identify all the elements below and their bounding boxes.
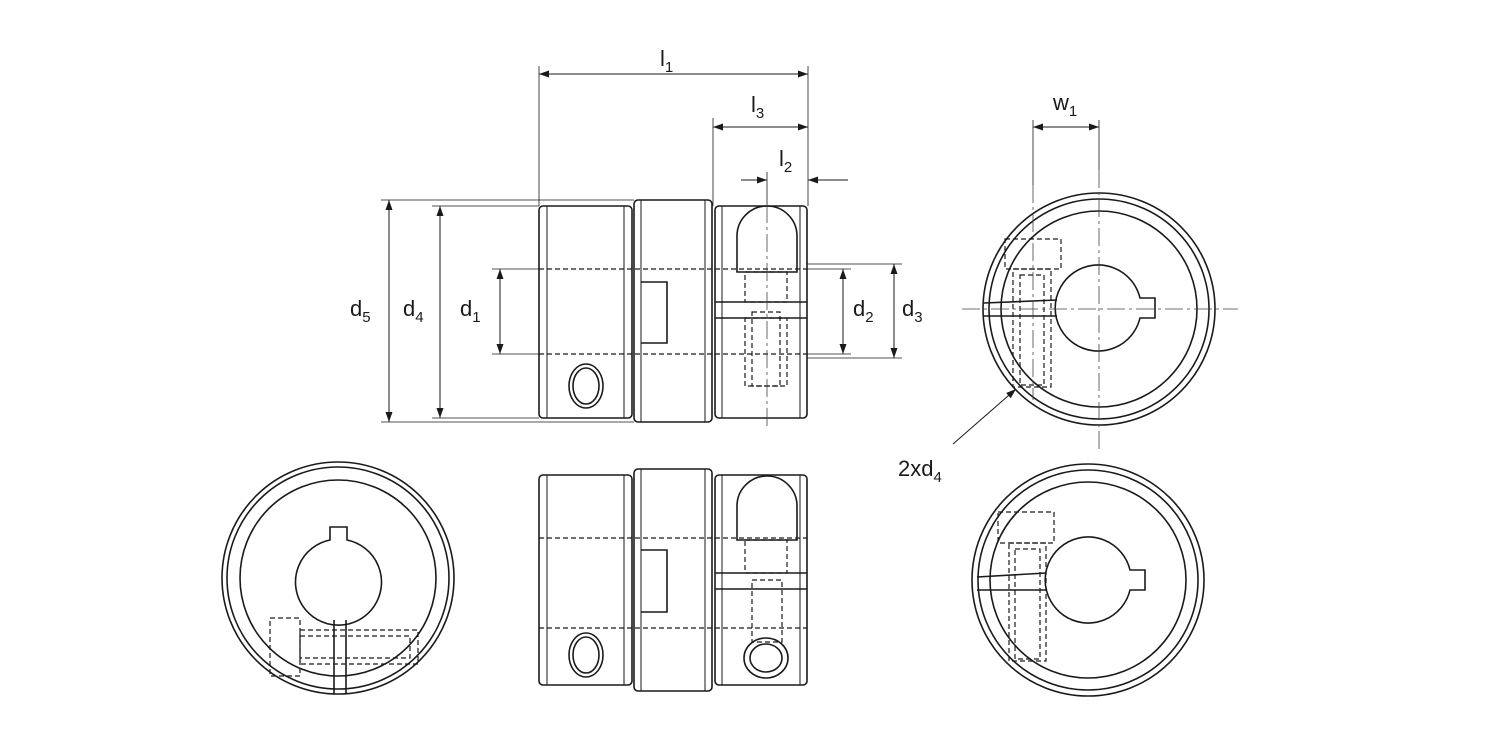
label-d2: d2: [853, 296, 874, 326]
end-view-left: [221, 461, 455, 695]
bore-keyway-right: [1054, 264, 1156, 352]
label-d4: d4: [403, 296, 424, 326]
left-hub: [538, 205, 633, 419]
label-screw: 2xd4: [898, 456, 942, 486]
bore-keyway: [294, 526, 383, 626]
side-view-top: [538, 199, 808, 430]
label-d1: d1: [460, 296, 481, 326]
label-w1: w1: [1052, 90, 1077, 120]
clamp-screw-head: [736, 205, 798, 273]
w1-dimension: [1032, 120, 1100, 185]
end-view-right-bottom: [971, 463, 1205, 697]
label-l2: l2: [779, 146, 792, 176]
center-spider: [633, 199, 713, 423]
set-screw-hole: [568, 363, 604, 409]
label-l1: l1: [660, 46, 673, 76]
side-view-bottom: [538, 468, 808, 692]
screw-leader-line: [952, 388, 1017, 445]
dimensions-top: [381, 66, 902, 423]
label-l3: l3: [751, 92, 764, 122]
end-view-right-top: [962, 170, 1238, 450]
label-d5: d5: [350, 296, 371, 326]
label-d3: d3: [902, 296, 923, 326]
